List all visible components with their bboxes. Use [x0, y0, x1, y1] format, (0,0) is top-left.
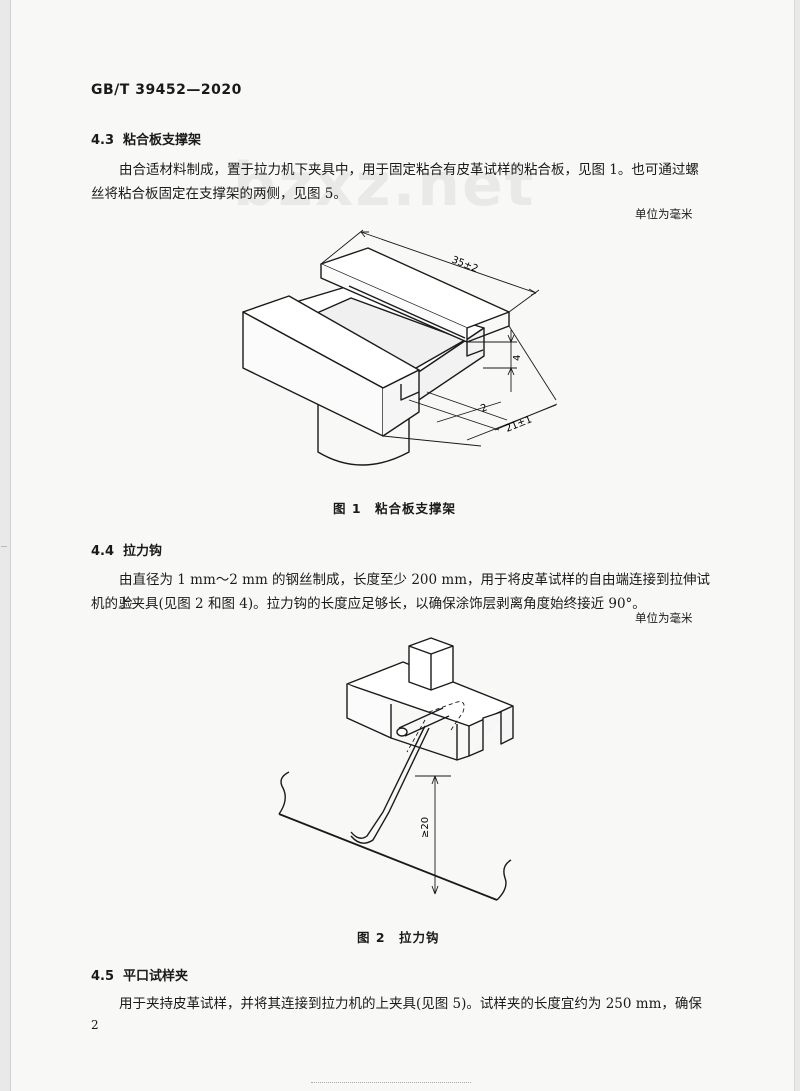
dim-height-label: 4 [512, 355, 523, 361]
section-number: 4.3 [91, 133, 115, 148]
hook-wire [350, 725, 426, 839]
page-number: 2 [91, 1018, 99, 1032]
figure-1-drawing: 35±2 4 2 21±1 [242, 229, 558, 466]
section-4-5-para-line1: 用于夹持皮革试样，并将其连接到拉力机的上夹具(见图 5)。试样夹的长度宜约为 2… [119, 996, 702, 1012]
section-heading-4-5: 4.5 平口试样夹 [91, 965, 188, 984]
figure-1-caption: 图 1 粘合板支撑架 [333, 501, 457, 516]
section-title: 粘合板支撑架 [123, 133, 202, 148]
section-4-3-para-line2: 丝将粘合板固定在支撑架的两侧，见图 5。 [91, 186, 347, 202]
dim-hook-length-label: ≥20 [420, 817, 431, 838]
section-title: 拉力钩 [123, 544, 163, 559]
dim-gap-label: 2 [479, 402, 489, 415]
figure-2-drawing: ≥20 [278, 637, 514, 901]
unit-note: 单位为毫米 [635, 207, 693, 221]
section-heading-4-4: 4.4 拉力钩 [91, 540, 162, 559]
specimen-surface [278, 813, 498, 901]
section-title: 平口试样夹 [123, 969, 189, 984]
section-4-4-para-line2: 机的上夹具(见图 2 和图 4)。拉力钩的长度应足够长，以确保涂饰层剥离角度始终… [91, 596, 646, 612]
figure-2-caption: 图 2 拉力钩 [357, 930, 440, 945]
footer-rule [311, 1082, 471, 1089]
section-number: 4.5 [91, 969, 115, 984]
section-heading-4-3: 4.3 粘合板支撑架 [91, 129, 201, 148]
unit-note: 单位为毫米 [635, 611, 693, 625]
standard-number: GB/T 39452—2020 [91, 82, 242, 98]
section-4-3-para-line1: 由合适材料制成，置于拉力机下夹具中，用于固定粘合有皮革试样的粘合板，见图 1。也… [119, 162, 699, 178]
watermark: bzxz.net [233, 150, 536, 220]
section-number: 4.4 [91, 544, 115, 559]
cylinder-body [317, 400, 410, 466]
section-4-4-para-line1: 由直径为 1 mm～2 mm 的钢丝制成，长度至少 200 mm，用于将皮革试样… [119, 572, 710, 612]
page-margin-mark [1, 546, 7, 547]
